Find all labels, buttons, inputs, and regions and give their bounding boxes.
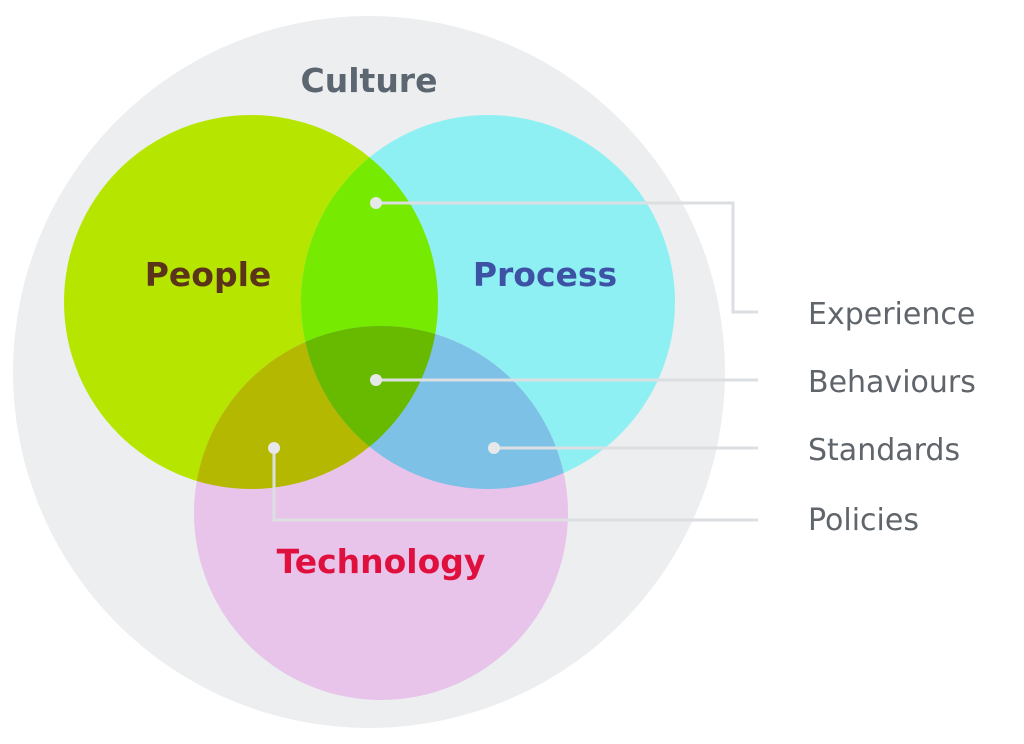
process-technology-overlap	[301, 326, 568, 489]
culture-label: Culture	[301, 61, 438, 100]
standards-label: Standards	[808, 433, 960, 468]
people-technology-overlap	[194, 326, 438, 489]
people-label: People	[145, 255, 272, 294]
process-label: Process	[473, 255, 617, 294]
standards-dot	[488, 442, 500, 454]
policies-connector	[272, 448, 758, 522]
connector-dots	[268, 197, 500, 454]
experience-dot	[370, 197, 382, 209]
behaviours-label: Behaviours	[808, 365, 976, 400]
policies-label: Policies	[808, 503, 919, 538]
policies-dot	[268, 442, 280, 454]
behaviours-dot	[370, 374, 382, 386]
experience-label: Experience	[808, 297, 975, 332]
experience-connector	[376, 201, 758, 314]
connector-lines	[272, 201, 758, 522]
technology-label: Technology	[277, 542, 486, 581]
